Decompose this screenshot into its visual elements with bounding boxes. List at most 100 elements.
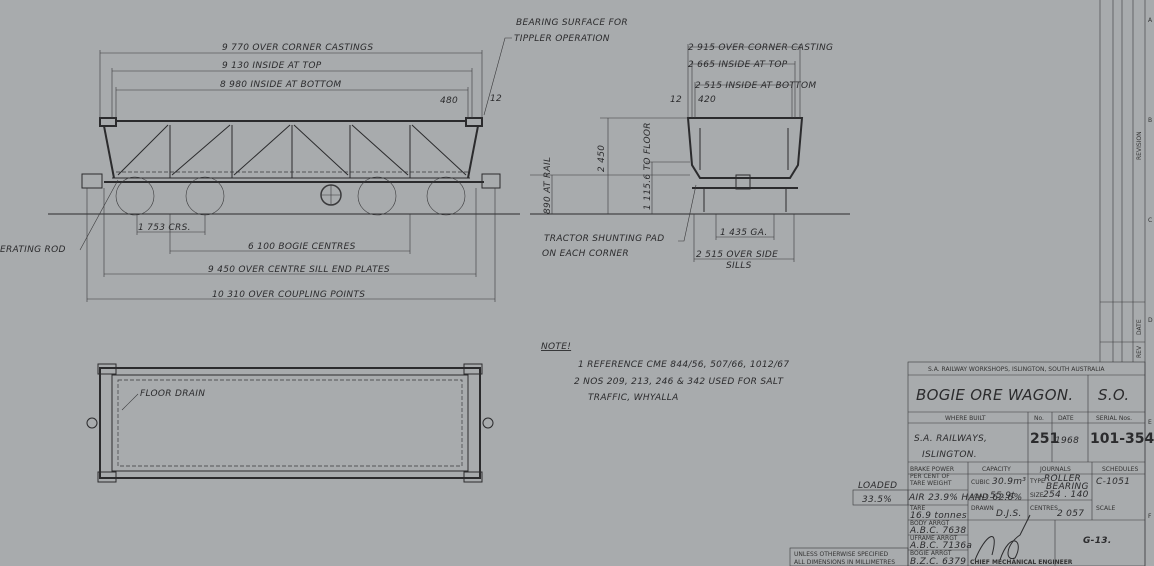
wagon-class: S.O. (1098, 386, 1129, 404)
label-operating-rod: ERATING ROD (0, 245, 66, 255)
brake-label-1: BRAKE POWER (910, 466, 954, 473)
load-label: LOAD (971, 493, 988, 500)
bogie-arrgt: B.Z.C. 6379 (910, 557, 966, 566)
label-bearing-surface-2: TIPPLER OPERATION (514, 34, 610, 44)
where-built-1: S.A. RAILWAYS, (914, 434, 987, 444)
grid-letter-f: F (1148, 513, 1152, 520)
dim-inside-bottom: 8 980 INSIDE AT BOTTOM (220, 80, 341, 90)
dim-bogie-centres: 6 100 BOGIE CENTRES (248, 242, 356, 252)
dim-end-inside-top: 2 665 INSIDE AT TOP (688, 60, 788, 70)
date-label: DATE (1058, 415, 1074, 422)
dim-floor-height: 1 115.6 TO FLOOR (643, 122, 653, 210)
scale-label: SCALE (1096, 505, 1115, 512)
dim-bogie-wheelbase: 1 753 CRS. (138, 223, 191, 233)
note-1: 1 REFERENCE CME 844/56, 507/66, 1012/67 (578, 360, 789, 370)
wagon-number: 251 (1030, 431, 1059, 447)
dim-480: 480 (440, 96, 458, 106)
plan-outline (99, 367, 481, 479)
units-note-2: ALL DIMENSIONS IN MILLIMETRES (794, 559, 895, 566)
dim-end-corner-casting: 2 915 OVER CORNER CASTING (688, 43, 833, 53)
side-elevation: 9 770 OVER CORNER CASTINGS 9 130 INSIDE … (0, 18, 628, 302)
note-2: 2 NOS 209, 213, 246 & 342 USED FOR SALT (574, 377, 785, 387)
notes: NOTE! 1 REFERENCE CME 844/56, 507/66, 10… (541, 342, 789, 403)
loaded-label: LOADED (858, 481, 897, 491)
bogie-arrgt-label: BOGIE ARRGT (910, 550, 952, 557)
where-built-label: WHERE BUILT (945, 415, 986, 422)
type-label: TYPE (1029, 478, 1045, 485)
corner-casting-right (465, 117, 483, 127)
dim-end-inside-bottom: 2 515 INSIDE AT BOTTOM (695, 81, 816, 91)
label-floor-drain: FLOOR DRAIN (140, 389, 205, 399)
size-label: SIZE (1030, 492, 1044, 499)
journal-type-1: ROLLER (1044, 474, 1081, 484)
drawn-label: DRAWN (971, 505, 994, 512)
load-value: 55.9t (990, 491, 1015, 501)
title-block: S.A. RAILWAY WORKSHOPS, ISLINGTON, SOUTH… (789, 361, 1154, 566)
body-arrgt-label: BODY ARRGT (910, 520, 949, 527)
end-body (686, 117, 804, 179)
drawn-by: D.J.S. (996, 509, 1022, 519)
serial-label: SERIAL Nos. (1096, 415, 1132, 422)
journal-centres: 2 057 (1057, 509, 1084, 519)
uframe-arrgt-label: UFRAME ARRGT (910, 535, 958, 542)
cubic-value: 30.9m³ (992, 477, 1026, 487)
revision-rev-label: REV (1136, 345, 1143, 358)
serial-numbers: 101-354 (1090, 431, 1154, 447)
number-label: No. (1034, 415, 1044, 422)
grid-letter-a: A (1148, 17, 1153, 24)
coupler-right (481, 173, 501, 189)
coupler-left (81, 173, 103, 189)
dim-end-12: 12 (670, 95, 682, 105)
air-hand-brake: AIR 23.9% HAND 62.6% (908, 493, 1022, 503)
schedules-value: C-1051 (1096, 477, 1130, 487)
dim-coupling-points: 10 310 OVER COUPLING POINTS (212, 290, 365, 300)
grid-letter-b: B (1148, 117, 1152, 124)
tare-label: TARE (909, 505, 925, 512)
journals-label: JOURNALS (1039, 466, 1071, 473)
revision-label: REVISION (1136, 131, 1143, 160)
dim-side-sills-2: SILLS (726, 261, 752, 271)
note-2-cont: TRAFFIC, WHYALLA (588, 393, 679, 403)
brake-label-3: TARE WEIGHT (909, 480, 952, 487)
capacity-label: CAPACITY (982, 466, 1011, 473)
build-date: 1968 (1055, 436, 1079, 446)
notes-heading: NOTE! (541, 342, 571, 352)
dim-end-420: 420 (698, 95, 716, 105)
dim-at-rail: 890 AT RAIL (543, 157, 553, 214)
grid-letter-e: E (1148, 419, 1152, 426)
end-elevation: 2 915 OVER CORNER CASTING 2 665 INSIDE A… (530, 43, 850, 271)
dim-corner-castings: 9 770 OVER CORNER CASTINGS (222, 43, 373, 53)
journal-size: 254 . 140 (1043, 490, 1089, 500)
uframe-arrgt: A.B.C. 7136a (909, 541, 972, 551)
grid-letter-c: C (1148, 217, 1152, 224)
plan-view: FLOOR DRAIN (86, 363, 494, 483)
brake-label-2: PER CENT OF (910, 473, 950, 480)
grid-letter-d: D (1148, 317, 1153, 324)
cubic-label: CUBIC (971, 479, 990, 486)
label-shunting-pad-2: ON EACH CORNER (542, 249, 629, 259)
dim-centre-sill: 9 450 OVER CENTRE SILL END PLATES (208, 265, 390, 275)
drawing-title: BOGIE ORE WAGON. (916, 386, 1073, 404)
corner-casting-left (99, 117, 117, 127)
chief-engineer-label: CHIEF MECHANICAL ENGINEER (970, 559, 1073, 566)
dim-gauge: 1 435 GA. (720, 228, 768, 238)
tare-value: 16.9 tonnes (910, 511, 967, 521)
workshops-header: S.A. RAILWAY WORKSHOPS, ISLINGTON, SOUTH… (928, 366, 1105, 373)
dim-12: 12 (490, 94, 502, 104)
centres-label: CENTRES (1030, 505, 1058, 512)
drawing-number: G-13. (1083, 536, 1112, 546)
body-arrgt: A.B.C. 7638 (909, 526, 966, 536)
dim-inside-top: 9 130 INSIDE AT TOP (222, 61, 322, 71)
signature (974, 514, 1031, 561)
revision-date-label: DATE (1136, 319, 1143, 335)
revision-column: REVISION DATE REV A B C D E F (1099, 0, 1153, 566)
dim-side-sills: 2 515 OVER SIDE (696, 250, 778, 260)
schedules-label: SCHEDULES (1102, 466, 1138, 473)
label-shunting-pad-1: TRACTOR SHUNTING PAD (544, 234, 664, 244)
label-bearing-surface-1: BEARING SURFACE FOR (516, 18, 628, 28)
journal-type-2: BEARING (1046, 482, 1089, 492)
where-built-2: ISLINGTON. (922, 450, 977, 460)
dim-height-2450: 2 450 (597, 145, 607, 172)
loaded-percent: 33.5% (862, 495, 892, 505)
